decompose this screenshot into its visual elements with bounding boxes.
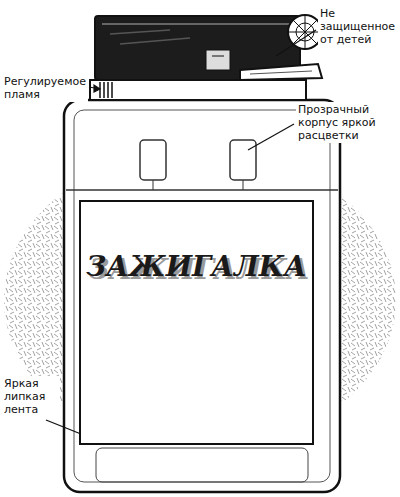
- lighter-body: [64, 100, 340, 492]
- spark-wheel: [288, 15, 322, 49]
- callout-label: Яркая липкая лента: [2, 376, 60, 417]
- callout-label: Регулируемое пламя: [2, 74, 88, 102]
- metal-collar: [90, 80, 306, 100]
- callout-label: Не защищенное от детей: [318, 6, 398, 47]
- flame-lever: [240, 64, 322, 80]
- brand-text: ЗАЖИГАЛКА: [81, 248, 312, 286]
- sticker-label: ЗАЖИГАЛКА: [79, 200, 314, 445]
- callout-label: Прозрачный корпус яркой расцветки: [296, 102, 398, 143]
